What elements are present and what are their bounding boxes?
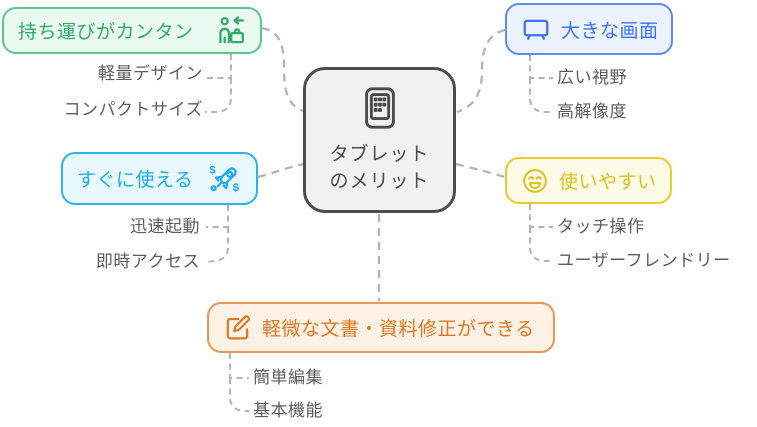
- center-node-title: タブレット のメリット: [329, 141, 429, 195]
- traveler-icon: [215, 15, 246, 46]
- sub-label-easy-editing: 簡単編集: [253, 368, 323, 387]
- rocket-icon: $ $: [208, 162, 242, 196]
- sub-label-instant-access: 即時アクセス: [95, 252, 200, 271]
- branch-easy-to-use-label: 使いやすい: [559, 172, 657, 193]
- smiley-icon: [521, 167, 549, 195]
- center-title-line1: タブレット: [329, 144, 430, 165]
- branch-portability-label: 持ち運びがカンタン: [18, 22, 194, 43]
- sub-label-wide-view: 広い視野: [557, 68, 627, 87]
- sub-label-user-friendly: ユーザーフレンドリー: [557, 251, 731, 270]
- sub-label-quick-boot: 迅速起動: [130, 217, 200, 236]
- branch-node-portability: 持ち運びがカンタン: [2, 7, 262, 54]
- sub-label-touch-operation: タッチ操作: [557, 217, 645, 236]
- branch-document-editing-label: 軽微な文書・資料修正ができる: [262, 319, 535, 340]
- branch-node-document-editing: 軽微な文書・資料修正ができる: [207, 302, 555, 353]
- edit-icon: [223, 313, 252, 342]
- branch-ready-to-use-label: すぐに使える: [77, 170, 194, 191]
- monitor-icon: [521, 14, 551, 44]
- sub-label-compact-size: コンパクトサイズ: [63, 100, 203, 119]
- branch-node-ready-to-use: すぐに使える $ $: [61, 152, 258, 205]
- branch-node-large-screen: 大きな画面: [505, 3, 673, 55]
- sub-label-lightweight: 軽量デザイン: [98, 64, 203, 83]
- tablet-icon: [357, 85, 403, 131]
- svg-text:$: $: [209, 164, 216, 176]
- sub-label-basic-functions: 基本機能: [253, 401, 323, 420]
- sub-label-high-resolution: 高解像度: [557, 102, 627, 121]
- center-title-line2: のメリット: [329, 171, 430, 192]
- center-node: タブレット のメリット: [303, 67, 456, 213]
- branch-node-easy-to-use: 使いやすい: [505, 157, 672, 204]
- branch-large-screen-label: 大きな画面: [561, 20, 659, 42]
- svg-text:$: $: [233, 182, 240, 194]
